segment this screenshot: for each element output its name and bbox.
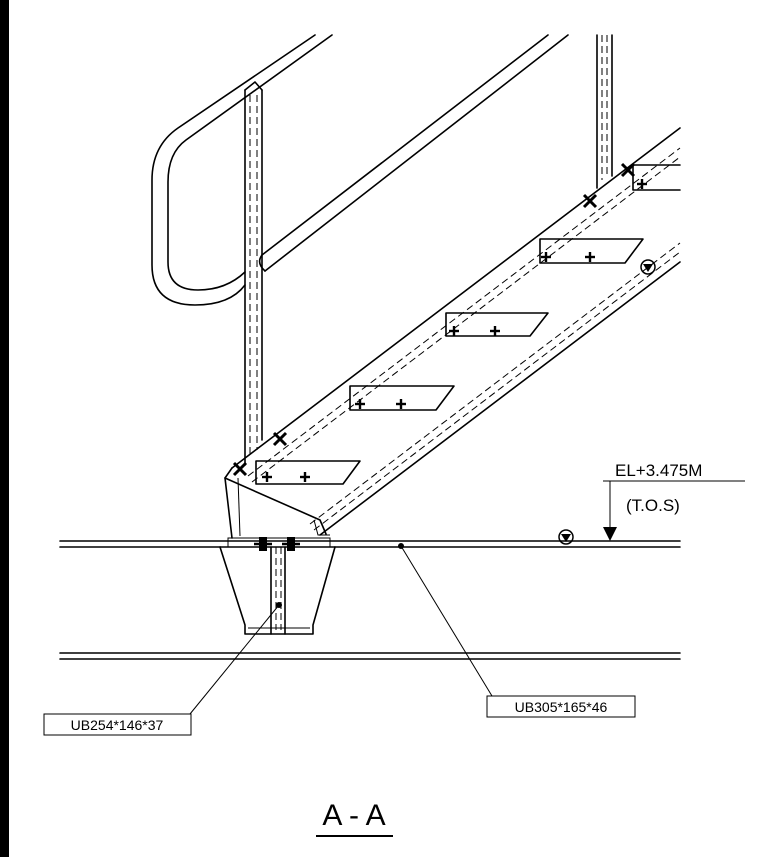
tread-bolts: [262, 179, 647, 482]
column-section-label: UB254*146*37: [43, 713, 192, 736]
elevation-note: (T.O.S): [626, 496, 680, 515]
handrail-posts: [244, 34, 613, 466]
column-section-text: UB254*146*37: [71, 717, 164, 733]
handrails: [151, 34, 569, 306]
support-column: [219, 537, 336, 635]
section-title: A - A: [316, 799, 393, 837]
beam-section-label: UB305*165*46: [486, 695, 636, 718]
handrail-connection-bolts: [232, 162, 636, 477]
stair-treads: [255, 164, 681, 485]
main-beam: [59, 540, 681, 660]
stair-stringer: [224, 127, 681, 539]
leader-lines: [189, 543, 493, 715]
elevation-marker: EL+3.475M (T.O.S): [603, 461, 745, 541]
sheet-border: [0, 0, 9, 857]
section-markers: [558, 259, 656, 545]
base-bolts: [254, 537, 300, 551]
section-title-text: A - A: [322, 799, 385, 832]
beam-section-text: UB305*165*46: [515, 699, 608, 715]
elevation-level: EL+3.475M: [615, 461, 702, 480]
